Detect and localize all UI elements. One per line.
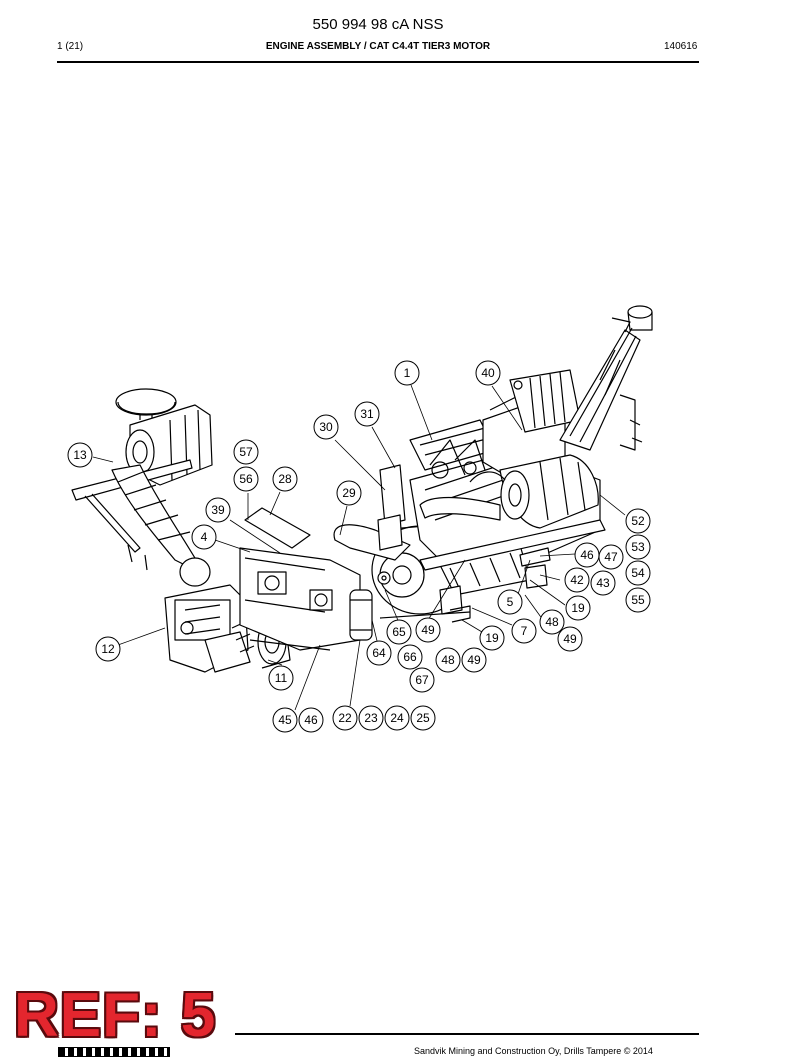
callout-5: 5 xyxy=(507,595,514,609)
callout-7-bubble xyxy=(511,618,537,644)
callout-49-bubble xyxy=(415,617,441,643)
callout-45: 45 xyxy=(278,713,292,727)
callout-45-bubble xyxy=(272,707,298,733)
callout-labels: 1 40 31 30 13 57 56 28 29 39 4 52 53 46 … xyxy=(73,366,645,727)
callout-53: 53 xyxy=(631,540,645,554)
callout-40: 40 xyxy=(481,366,495,380)
callout-24: 24 xyxy=(390,711,404,725)
callout-4-bubble xyxy=(191,524,217,550)
callout-46: 46 xyxy=(580,548,594,562)
callout-65-bubble xyxy=(386,619,412,645)
callout-64-bubble xyxy=(366,640,392,666)
callout-49b-bubble xyxy=(557,626,583,652)
callout-30: 30 xyxy=(319,420,333,434)
callout-40-bubble xyxy=(475,360,501,386)
callout-47-bubble xyxy=(598,544,624,570)
callout-42-bubble xyxy=(564,567,590,593)
callout-4: 4 xyxy=(201,530,208,544)
callout-28-bubble xyxy=(272,466,298,492)
callout-22-bubble xyxy=(332,705,358,731)
callout-28: 28 xyxy=(278,472,292,486)
page-count: 1 (21) xyxy=(57,41,84,52)
callout-19b-bubble xyxy=(479,625,505,651)
callout-19b: 19 xyxy=(485,631,499,645)
footer-text: Sandvik Mining and Construction Oy, Dril… xyxy=(414,1046,653,1056)
callout-48b-bubble xyxy=(435,647,461,673)
callout-67-bubble xyxy=(409,667,435,693)
callout-46b: 46 xyxy=(304,713,318,727)
doc-title: ENGINE ASSEMBLY / CAT C4.4T TIER3 MOTOR xyxy=(265,41,491,52)
callout-12: 12 xyxy=(101,642,115,656)
callout-43-bubble xyxy=(590,570,616,596)
callout-25: 25 xyxy=(416,711,430,725)
callout-11-bubble xyxy=(268,665,294,691)
callout-53-bubble xyxy=(625,534,651,560)
footer-rule xyxy=(235,1033,699,1035)
callout-23-bubble xyxy=(358,705,384,731)
callout-7: 7 xyxy=(521,624,528,638)
callout-31: 31 xyxy=(360,407,374,421)
callout-49c: 49 xyxy=(467,653,481,667)
callout-65: 65 xyxy=(392,625,406,639)
callout-49: 49 xyxy=(421,623,435,637)
callout-66: 66 xyxy=(403,650,417,664)
callout-23: 23 xyxy=(364,711,378,725)
callout-49c-bubble xyxy=(461,647,487,673)
callout-19-bubble xyxy=(565,595,591,621)
callout-57: 57 xyxy=(239,445,253,459)
callout-56: 56 xyxy=(239,472,253,486)
callout-55-bubble xyxy=(625,587,651,613)
doc-date: 140616 xyxy=(664,41,698,52)
callout-13: 13 xyxy=(73,448,87,462)
callout-48: 48 xyxy=(545,615,559,629)
callout-52: 52 xyxy=(631,514,645,528)
doc-number: 550 994 98 cA NSS xyxy=(312,16,444,33)
callout-46b-bubble xyxy=(298,707,324,733)
callout-48-bubble xyxy=(539,609,565,635)
callout-54-bubble xyxy=(625,560,651,586)
callout-64: 64 xyxy=(372,646,386,660)
callout-39-bubble xyxy=(205,497,231,523)
ref-stamp: REF: 5 xyxy=(14,981,217,1050)
callout-52-bubble xyxy=(625,508,651,534)
callout-24-bubble xyxy=(384,705,410,731)
callout-67: 67 xyxy=(415,673,429,687)
callout-54: 54 xyxy=(631,566,645,580)
callout-49b: 49 xyxy=(563,632,577,646)
callout-29-bubble xyxy=(336,480,362,506)
callout-39: 39 xyxy=(211,503,225,517)
callout-30-bubble xyxy=(313,414,339,440)
callout-48b: 48 xyxy=(441,653,455,667)
callout-66-bubble xyxy=(397,644,423,670)
callout-55: 55 xyxy=(631,593,645,607)
callout-bubbles xyxy=(67,360,651,733)
callout-29: 29 xyxy=(342,486,356,500)
callout-47: 47 xyxy=(604,550,618,564)
callout-13-bubble xyxy=(67,442,93,468)
callout-57-bubble xyxy=(233,439,259,465)
callout-22: 22 xyxy=(338,711,352,725)
leader-lines xyxy=(92,384,626,711)
callout-43: 43 xyxy=(596,576,610,590)
callout-19: 19 xyxy=(571,601,585,615)
callout-56-bubble xyxy=(233,466,259,492)
callout-25-bubble xyxy=(410,705,436,731)
callout-42: 42 xyxy=(570,573,584,587)
engine-line-art xyxy=(71,305,653,673)
callout-11: 11 xyxy=(275,671,288,685)
callout-5-bubble xyxy=(497,589,523,615)
header-rule xyxy=(57,61,699,63)
callout-12-bubble xyxy=(95,636,121,662)
callout-1-bubble xyxy=(394,360,420,386)
callout-1: 1 xyxy=(404,366,411,380)
callout-31-bubble xyxy=(354,401,380,427)
